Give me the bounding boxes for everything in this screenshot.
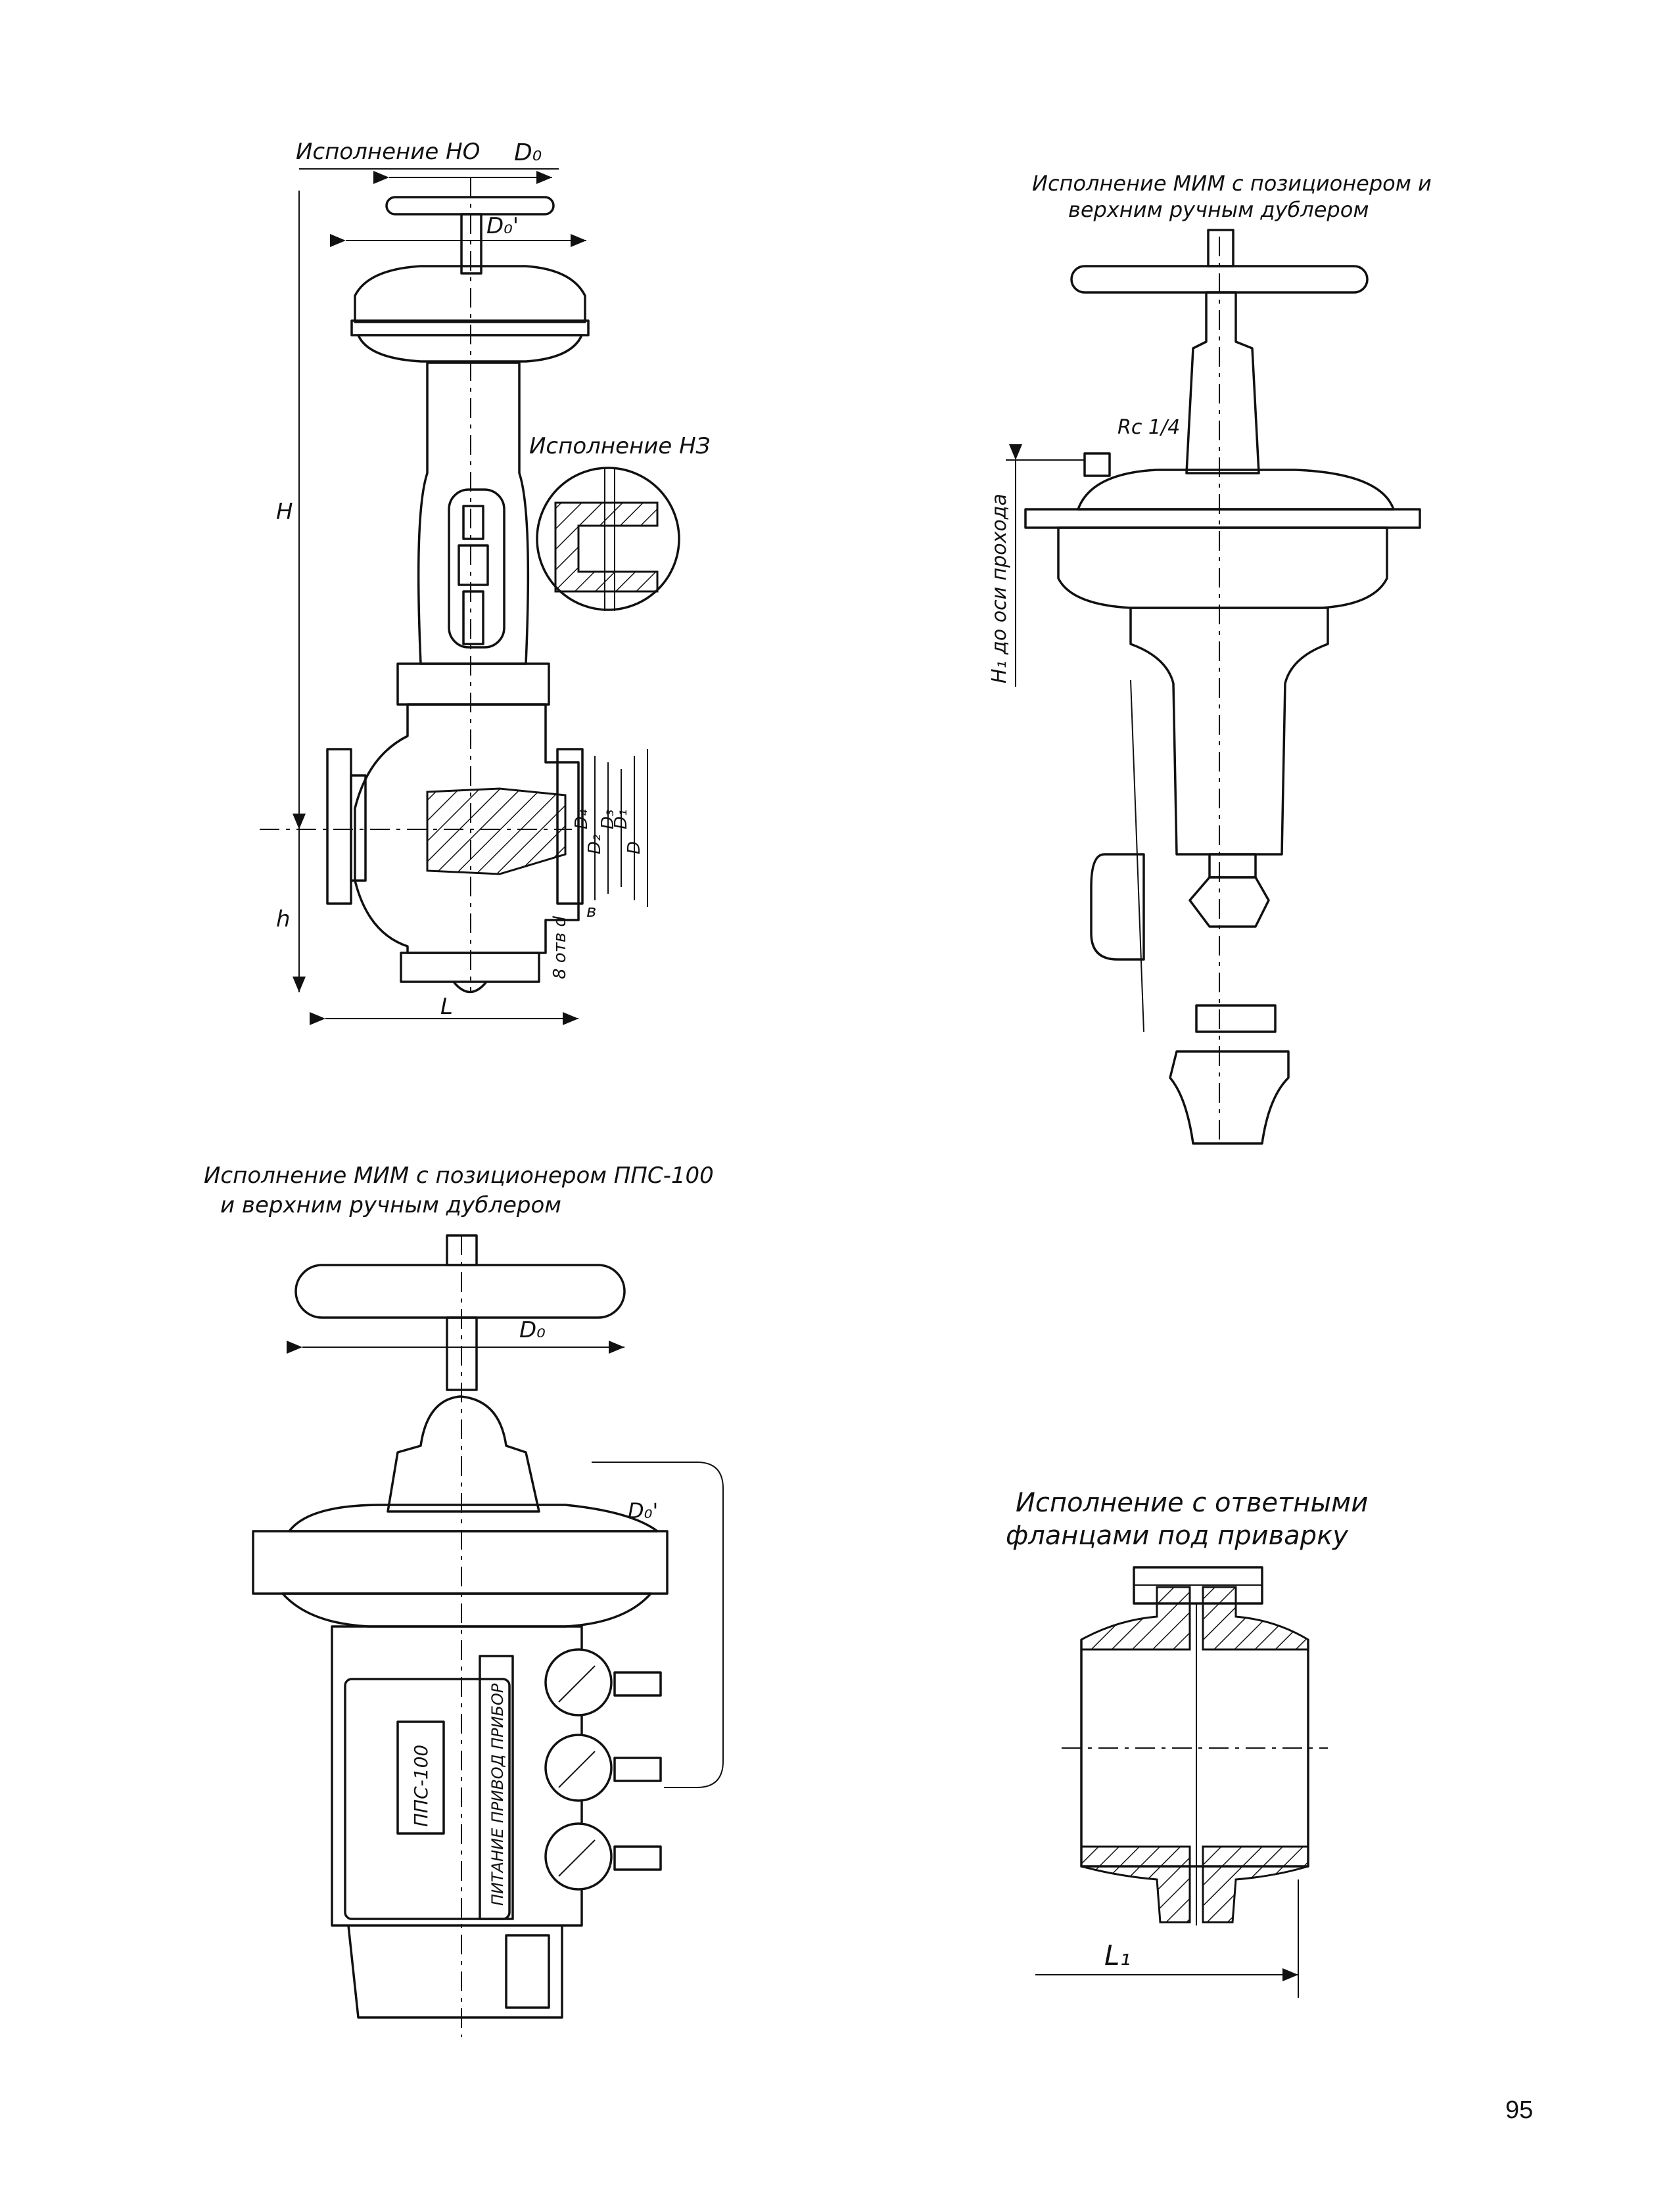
flange-right-top-section: [1202, 1586, 1309, 1651]
diaphragm-lower-2: [1057, 526, 1388, 609]
caption-flanges-2: фланцами под приварку: [1006, 1521, 1349, 1551]
dim-l: L: [440, 994, 453, 1020]
inlet-neck: [350, 774, 367, 882]
flange-left-bottom-section: [1080, 1845, 1191, 1924]
yoke-body: [1129, 607, 1329, 856]
valve-no-drawing: Исполнение НО D₀ D₀' H h L: [260, 139, 710, 1025]
inlet-flange: [326, 748, 352, 905]
flange-left-top-section: [1080, 1586, 1191, 1651]
body-neck: [1169, 1050, 1290, 1145]
weld-flanges-drawing: Исполнение с ответными фланцами под прив…: [1006, 1488, 1368, 1998]
yoke-large: [387, 1395, 540, 1513]
positioner-housing: [331, 1625, 583, 1927]
fitting-3: [613, 1845, 662, 1871]
flange-right-bottom-section: [1202, 1845, 1309, 1924]
coupling-1: [462, 505, 484, 540]
flange-diameter-dims: D₄ D₂ D₃ D₁ D: [572, 749, 648, 907]
nz-detail-section: [554, 501, 659, 593]
dim-d0-large: D₀: [519, 1317, 546, 1343]
mim-pps100-drawing: Исполнение МИМ с позиционером ППС-100 и …: [204, 1163, 724, 2037]
handwheel-large: [294, 1264, 626, 1319]
dim-d2: D₂: [585, 835, 605, 854]
stem-clamp: [1208, 853, 1257, 879]
yoke: [417, 361, 530, 665]
coupling-2: [458, 544, 489, 586]
dim-rc: Rc 1/4: [1117, 416, 1180, 439]
caption-mim-1: Исполнение МИМ с позиционером и: [1032, 171, 1432, 196]
dim-d3: D₃: [598, 810, 618, 829]
dim-d0-prime-large: D₀': [628, 1498, 658, 1523]
yoke-lower-large: [347, 1925, 563, 2019]
dim-d: D: [624, 841, 644, 854]
caption-no: Исполнение НО: [296, 139, 480, 165]
pps-label: ППС-100: [410, 1745, 432, 1827]
diaphragm-flange-2: [1024, 508, 1421, 529]
fitting-2: [613, 1757, 662, 1782]
positioner-cover: [344, 1678, 511, 1920]
dim-d4: D₄: [572, 809, 592, 829]
dim-d0: D₀: [514, 139, 542, 166]
diaphragm-housing: [354, 265, 586, 323]
stem-nut: [1207, 229, 1234, 267]
mim-positioner-drawing: Исполнение МИМ с позиционером и верхним …: [988, 171, 1432, 1145]
scale-indicator: [505, 1934, 550, 2009]
pps-label-plate: [396, 1720, 445, 1835]
diaphragm-lower: [357, 334, 583, 363]
yoke-window: [448, 488, 505, 649]
caption-flanges-1: Исполнение с ответными: [1016, 1488, 1368, 1518]
page-number: 95: [1505, 2096, 1534, 2124]
coupling-3: [462, 590, 484, 645]
pipe-outline: [1080, 1640, 1309, 1868]
diaphragm-lower-large: [281, 1592, 652, 1628]
lower-flange-a: [1195, 1004, 1277, 1033]
signal-tube: [592, 1462, 724, 1788]
dim-h1: H₁ до оси прохода: [988, 494, 1011, 683]
connection-plate-text: ПИТАНИЕ ПРИВОД ПРИБОР: [488, 1683, 507, 1906]
caption-mim-2: верхним ручным дублером: [1068, 197, 1369, 222]
yoke-cone: [1185, 291, 1260, 474]
dim-d0-prime: D₀': [486, 213, 519, 239]
diaphragm-top: [1077, 469, 1395, 511]
stem-connector-hex: [1188, 876, 1270, 928]
connection-plate: [479, 1655, 514, 1920]
diaphragm-flanges: [252, 1530, 669, 1595]
plug-section-hatched: [426, 787, 567, 875]
dim-b: в: [586, 902, 596, 921]
air-connection: [1083, 452, 1111, 477]
caption-pps-2: и верхним ручным дублером: [220, 1192, 561, 1218]
dim-h: h: [276, 906, 291, 933]
bonnet-flange: [396, 662, 550, 706]
fitting-1: [613, 1671, 662, 1697]
positioner-body: [1090, 853, 1145, 961]
dim-d1: D₁: [611, 810, 631, 829]
positioner-bracket: [1130, 680, 1144, 1032]
nz-detail-circle: [536, 467, 680, 611]
dim-holes: 8 отв d: [550, 916, 570, 979]
caption-pps-1: Исполнение МИМ с позиционером ППС-100: [204, 1163, 714, 1189]
dim-l1: L₁: [1104, 1939, 1131, 1971]
caption-nz: Исполнение НЗ: [529, 433, 710, 459]
diaphragm-top-large: [288, 1504, 659, 1532]
dim-h-total: H: [276, 499, 293, 525]
